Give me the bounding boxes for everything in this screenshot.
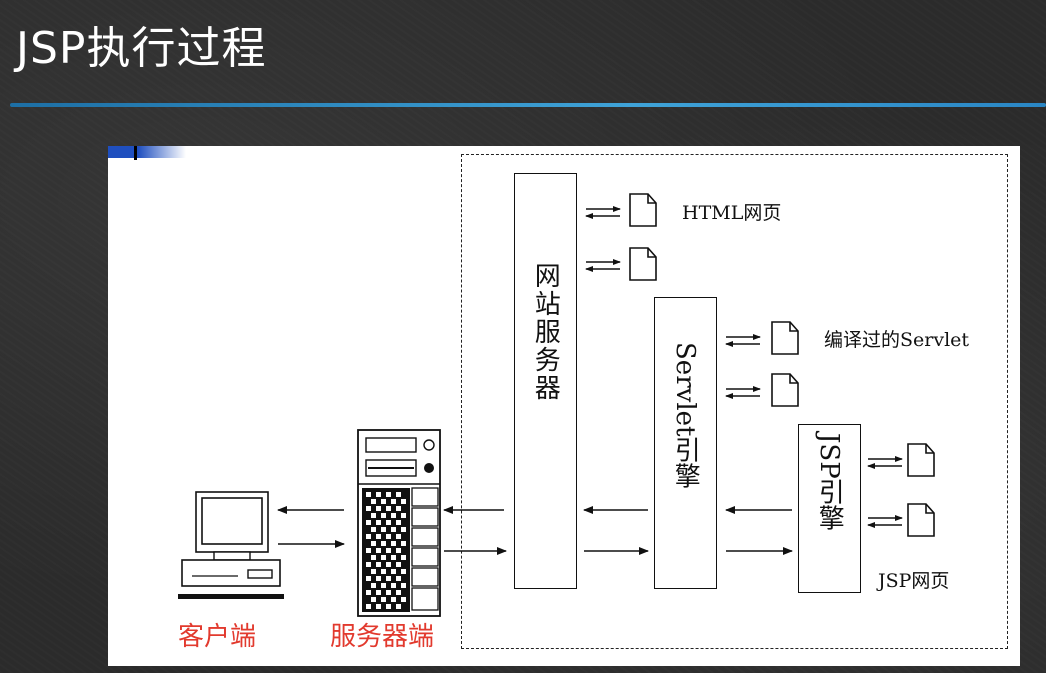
web-server-label: 网站服务器: [530, 262, 561, 402]
server-boundary-box: [461, 154, 1008, 649]
title-divider: [10, 103, 1046, 107]
slide-title: JSP执行过程: [16, 23, 267, 74]
corner-accent: [108, 146, 186, 158]
jsp-page-double-arrow: [868, 459, 902, 466]
static-page-icon: [629, 247, 657, 281]
jsp-page-icon: [907, 443, 935, 477]
client-label: 客户端: [178, 622, 257, 652]
diagram-panel: 网站服务器 Servlet引擎 JSP引擎: [108, 146, 1020, 666]
jsp-engine-box: JSP引擎: [798, 424, 861, 593]
jsp-page-label: JSP网页: [878, 570, 950, 592]
compiled-servlet-label: 编译过的Servlet: [824, 329, 970, 351]
web-server-box: 网站服务器: [514, 173, 577, 589]
servlet-engine-label: Servlet引擎: [670, 342, 701, 489]
static-page-double-arrow: [586, 262, 620, 269]
html-page-label: HTML网页: [682, 202, 782, 224]
html-page-double-arrow: [586, 209, 620, 216]
compiled-servlet-double-arrow: [726, 337, 760, 344]
jsp-engine-label: JSP引擎: [814, 433, 845, 531]
servlet-double-arrow: [726, 389, 760, 396]
servlet-engine-box: Servlet引擎: [654, 297, 717, 589]
servlet-icon: [771, 373, 799, 407]
jsp-source-double-arrow: [868, 518, 902, 525]
jsp-source-icon: [907, 503, 935, 537]
corner-notch: [134, 146, 137, 160]
server-side-label: 服务器端: [330, 622, 435, 652]
server-tower-icon: [357, 429, 441, 617]
html-page-icon: [629, 193, 657, 227]
diagram-artwork: [178, 193, 935, 617]
compiled-servlet-icon: [771, 321, 799, 355]
client-computer-icon: [178, 491, 284, 599]
